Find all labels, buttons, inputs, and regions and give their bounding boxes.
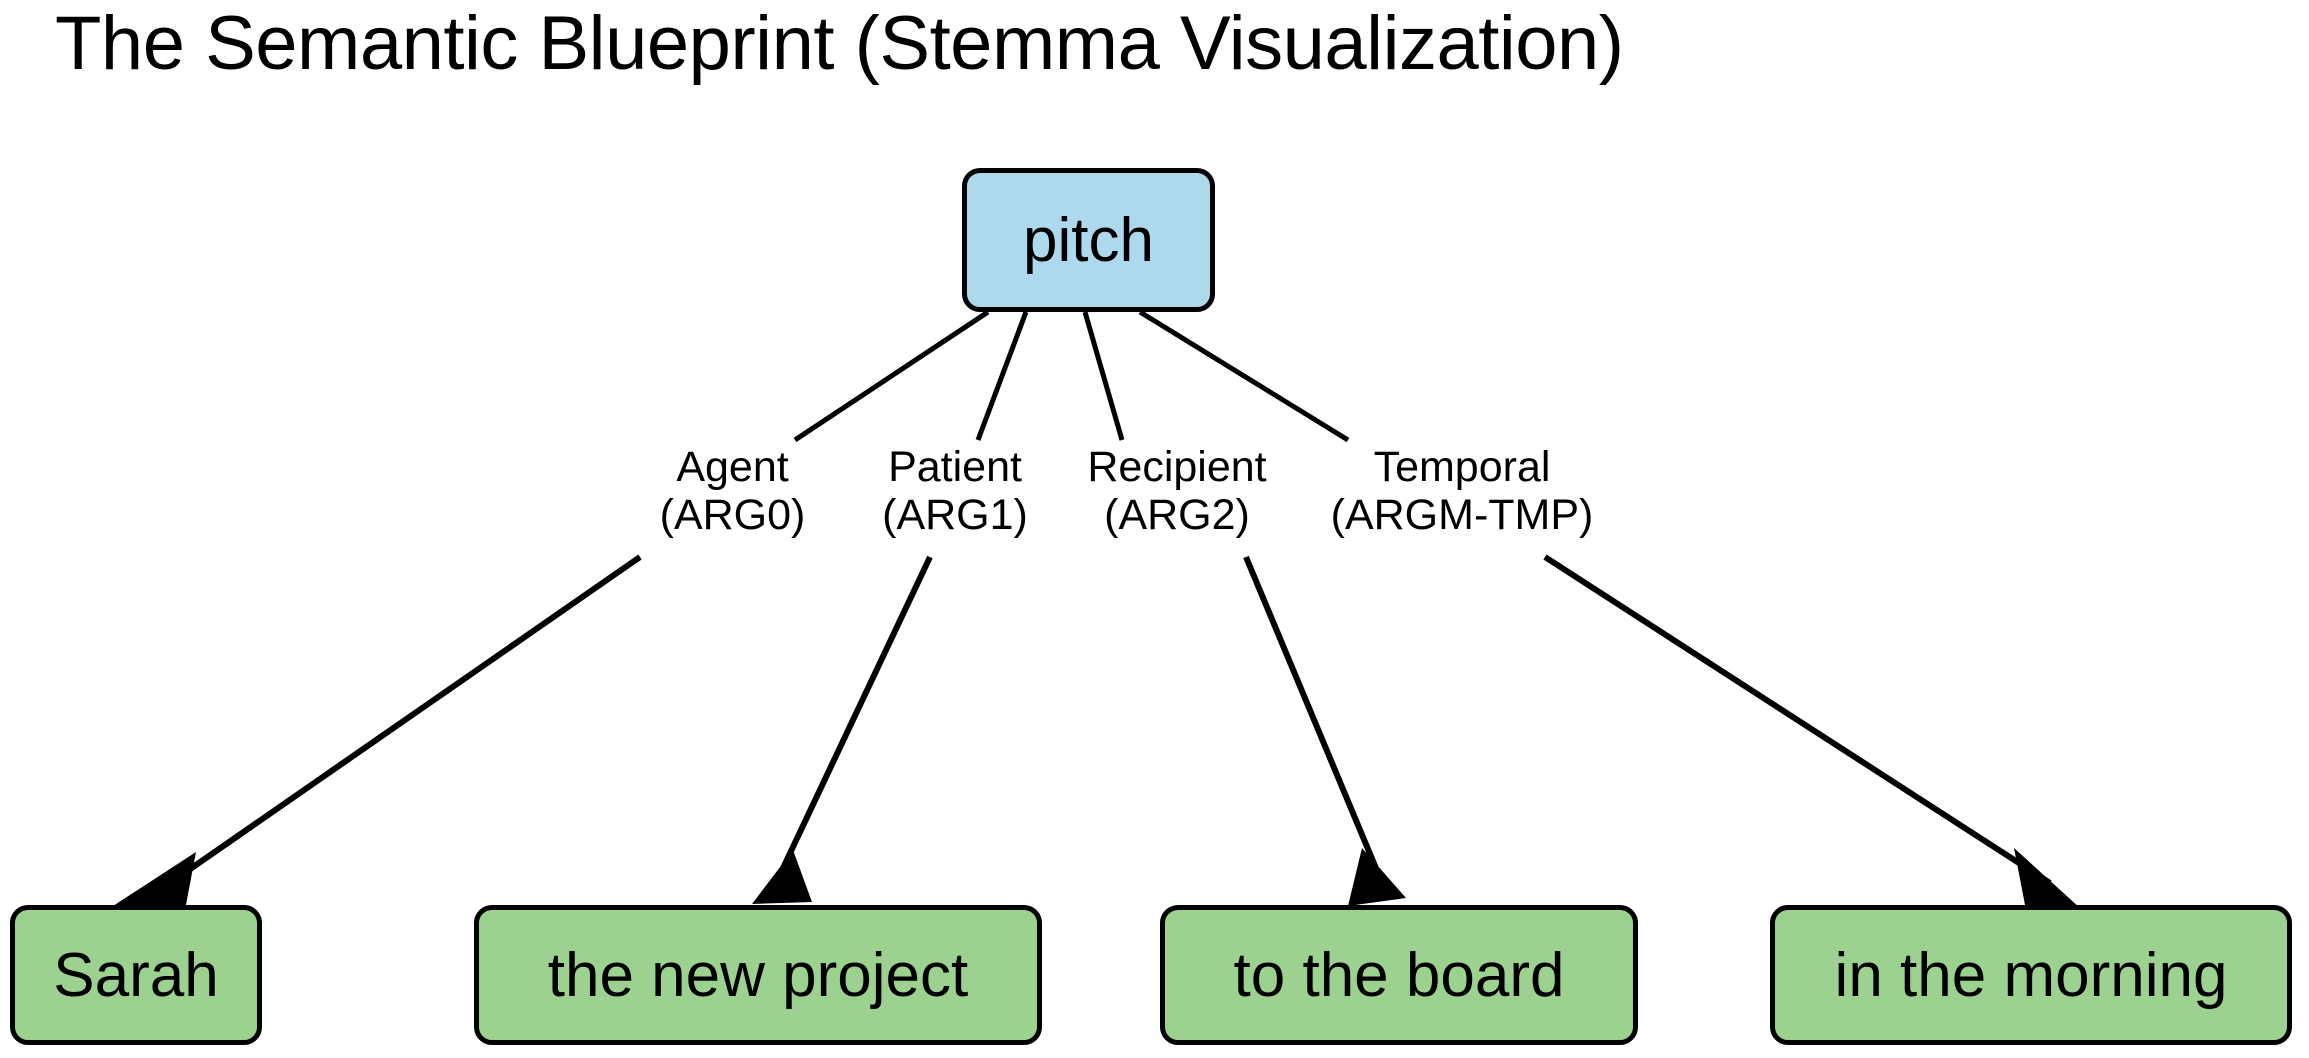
edge-label-argm: Temporal (ARGM-TMP) bbox=[1312, 443, 1612, 539]
edge-role-name: Recipient bbox=[1087, 443, 1267, 491]
edge-role-code: (ARG1) bbox=[882, 491, 1028, 539]
edge-segment-argm-lower bbox=[1543, 554, 2052, 886]
node-label: in the morning bbox=[1834, 940, 2228, 1010]
arrowhead-arg2 bbox=[1348, 848, 1406, 906]
node-predicate-pitch[interactable]: pitch bbox=[962, 168, 1215, 312]
edge-role-name: Temporal bbox=[1373, 443, 1551, 491]
node-argument-to-the-board[interactable]: to the board bbox=[1160, 905, 1638, 1045]
edge-segment-arg0-lower bbox=[168, 554, 642, 886]
edge-segment-arg2-lower bbox=[1243, 555, 1386, 887]
edge-segment-arg0-upper bbox=[793, 309, 990, 443]
edge-role-name: Patient bbox=[888, 443, 1022, 491]
node-argument-sarah[interactable]: Sarah bbox=[10, 905, 262, 1045]
node-label: pitch bbox=[1023, 205, 1154, 275]
edge-segment-arg1-lower bbox=[772, 555, 933, 887]
node-label: Sarah bbox=[53, 940, 219, 1010]
node-label: the new project bbox=[547, 940, 969, 1010]
node-label: to the board bbox=[1233, 940, 1565, 1010]
node-argument-in-the-morning[interactable]: in the morning bbox=[1770, 905, 2292, 1045]
arrowhead-argm bbox=[2014, 848, 2080, 910]
edge-segment-arg1-upper bbox=[975, 311, 1029, 441]
edge-label-arg2: Recipient (ARG2) bbox=[1073, 443, 1281, 539]
edge-role-code: (ARG2) bbox=[1104, 491, 1250, 539]
node-argument-the-new-project[interactable]: the new project bbox=[474, 905, 1042, 1045]
edge-label-arg0: Agent (ARG0) bbox=[640, 443, 825, 539]
edge-label-arg1: Patient (ARG1) bbox=[860, 443, 1050, 539]
edge-segment-argm-upper bbox=[1138, 309, 1350, 443]
edge-role-code: (ARG0) bbox=[659, 491, 806, 539]
page-title: The Semantic Blueprint (Stemma Visualiza… bbox=[55, 1, 1624, 86]
edge-role-code: (ARGM-TMP) bbox=[1330, 491, 1594, 539]
edge-role-name: Agent bbox=[676, 443, 789, 491]
arrowhead-arg0 bbox=[110, 852, 196, 910]
edge-segment-arg2-upper bbox=[1082, 311, 1125, 441]
arrowhead-arg1 bbox=[752, 850, 812, 904]
